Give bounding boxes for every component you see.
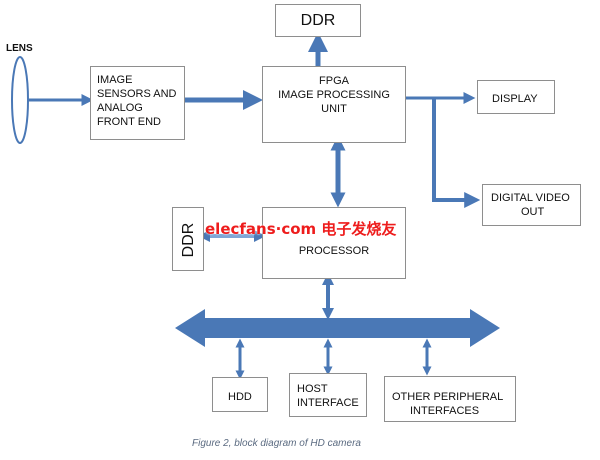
arrow-fpga-to-video-out (432, 98, 481, 208)
system-bus-arrow (175, 309, 500, 347)
fpga-block: FPGA IMAGE PROCESSING UNIT (262, 66, 406, 143)
digital-video-line-2: OUT (521, 206, 545, 218)
processor-block: PROCESSOR (262, 207, 406, 279)
lens-icon (11, 56, 29, 144)
lens-label: LENS (6, 43, 33, 54)
other-peripheral-block: OTHER PERIPHERAL INTERFACES (384, 376, 516, 422)
image-sensor-line-4: FRONT END (97, 116, 161, 128)
host-interface-line-2: INTERFACE (297, 397, 359, 409)
image-sensor-line-1: IMAGE (97, 74, 133, 86)
display-label: DISPLAY (492, 93, 538, 105)
digital-video-line-1: DIGITAL VIDEO (491, 192, 570, 204)
other-peripheral-line-2: INTERFACES (410, 405, 480, 417)
image-sensor-line-2: SENSORS AND (97, 88, 177, 100)
hdd-label: HDD (228, 391, 252, 403)
elecfans-watermark: elecfans·com 电子发烧友 (205, 220, 397, 238)
figure-caption: Figure 2, block diagram of HD camera (192, 438, 361, 449)
image-sensor-line-3: ANALOG (97, 102, 143, 114)
other-peripheral-line-1: OTHER PERIPHERAL (392, 391, 504, 403)
image-sensor-block: IMAGE SENSORS AND ANALOG FRONT END (90, 66, 185, 140)
ddr-top-block: DDR (275, 4, 361, 37)
ddr-left-block: DDR (172, 207, 204, 271)
fpga-line-1: FPGA (319, 75, 349, 87)
host-interface-block: HOST INTERFACE (289, 373, 367, 417)
host-interface-line-1: HOST (297, 383, 328, 395)
fpga-line-2: IMAGE PROCESSING (278, 89, 390, 101)
ddr-left-label: DDR (180, 222, 197, 258)
fpga-line-3: UNIT (321, 103, 347, 115)
ddr-top-label: DDR (300, 12, 336, 29)
hdd-block: HDD (212, 377, 268, 412)
digital-video-out-block: DIGITAL VIDEO OUT (482, 184, 581, 226)
processor-label: PROCESSOR (298, 245, 370, 257)
display-block: DISPLAY (477, 80, 555, 114)
